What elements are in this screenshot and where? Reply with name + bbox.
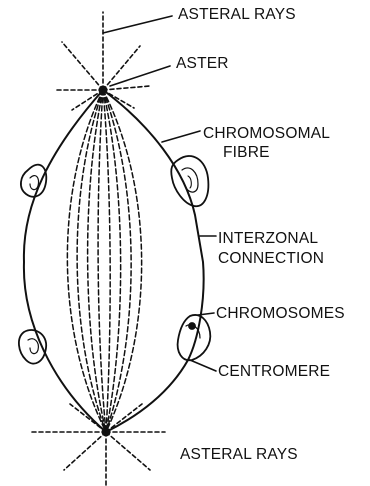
fibre-4: [98, 90, 106, 432]
label-asteral-rays-bottom: ASTERAL RAYS: [180, 446, 298, 463]
leader-aster: [110, 66, 170, 86]
bottom-ray-lower-right: [106, 432, 150, 470]
chromosome-right-lower: [178, 315, 211, 360]
fibre-3: [88, 90, 106, 432]
leader-chromosomal-fibre: [162, 131, 200, 142]
bottom-ray-lower-left: [64, 432, 106, 470]
label-interzonal-2: CONNECTION: [218, 250, 324, 267]
leader-centromere: [190, 360, 216, 371]
label-aster: ASTER: [176, 55, 229, 72]
leader-asteral-rays-top: [103, 16, 172, 33]
chromosome-left-upper: [21, 165, 46, 197]
interzonal-fibres: [67, 90, 141, 432]
label-chromosomes: CHROMOSOMES: [216, 305, 345, 322]
spindle-outline-left: [24, 90, 106, 432]
label-centromere: CENTROMERE: [218, 363, 330, 380]
label-chromosomal-fibre-1: CHROMOSOMAL: [203, 125, 330, 142]
centromere-dot: [189, 323, 195, 329]
top-ray-left: [62, 42, 103, 90]
bottom-asteral-rays: [30, 404, 165, 486]
fibre-5: [103, 90, 110, 432]
top-ray-right: [103, 46, 140, 90]
label-chromosomal-fibre-2: FIBRE: [223, 144, 270, 161]
label-interzonal-1: INTERZONAL: [218, 230, 318, 247]
label-asteral-rays-top: ASTERAL RAYS: [178, 6, 296, 23]
